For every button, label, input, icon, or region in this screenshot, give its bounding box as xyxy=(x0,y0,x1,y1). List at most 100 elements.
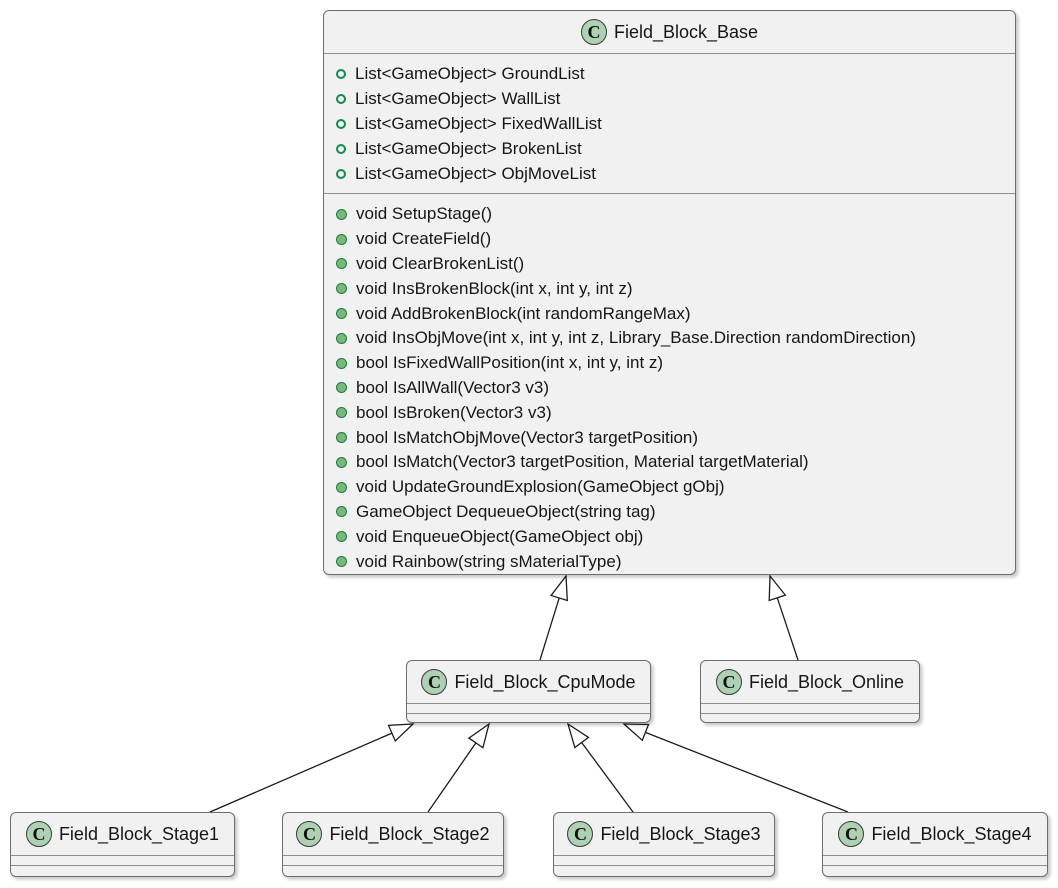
class-title: C Field_Block_Online xyxy=(701,661,919,703)
inheritance-edge-line xyxy=(645,731,849,813)
method-visibility-icon xyxy=(336,357,347,369)
methods-compartment-empty xyxy=(823,865,1047,875)
class-name: Field_Block_Stage1 xyxy=(58,823,220,844)
methods-compartment-empty xyxy=(407,713,650,723)
inheritance-edge-line xyxy=(427,742,477,813)
class-box-field-block-base: C Field_Block_Base List<GameObject> Grou… xyxy=(323,10,1016,575)
method-row: bool IsMatch(Vector3 targetPosition, Mat… xyxy=(336,450,1007,475)
class-box-field-block-stage2: C Field_Block_Stage2 xyxy=(282,812,504,877)
method-visibility-icon xyxy=(336,531,347,543)
fields-compartment-empty xyxy=(554,855,774,865)
field-text: List<GameObject> GroundList xyxy=(355,64,585,84)
method-row: void AddBrokenBlock(int randomRangeMax) xyxy=(336,301,1007,326)
method-text: bool IsMatch(Vector3 targetPosition, Mat… xyxy=(356,452,809,472)
inheritance-arrow xyxy=(387,723,415,743)
method-row: void ClearBrokenList() xyxy=(336,252,1007,277)
class-icon: C xyxy=(715,669,742,695)
class-title: C Field_Block_Stage3 xyxy=(554,813,774,855)
field-row: List<GameObject> BrokenList xyxy=(336,136,1007,161)
field-visibility-icon xyxy=(336,143,346,154)
method-text: void InsBrokenBlock(int x, int y, int z) xyxy=(356,278,633,298)
class-name: Field_Block_Stage2 xyxy=(329,823,490,844)
field-text: List<GameObject> ObjMoveList xyxy=(355,163,596,183)
method-visibility-icon xyxy=(336,407,347,419)
fields-compartment-empty xyxy=(11,855,234,865)
fields-compartment: List<GameObject> GroundList List<GameObj… xyxy=(324,53,1015,193)
method-text: bool IsAllWall(Vector3 v3) xyxy=(356,377,550,397)
class-box-field-block-stage1: C Field_Block_Stage1 xyxy=(10,812,235,877)
inheritance-edge-line xyxy=(539,597,560,661)
field-text: List<GameObject> FixedWallList xyxy=(355,113,602,133)
method-visibility-icon xyxy=(336,556,347,568)
method-visibility-icon xyxy=(336,308,347,320)
methods-compartment-empty xyxy=(554,865,774,875)
method-text: void InsObjMove(int x, int y, int z, Lib… xyxy=(356,328,916,348)
method-row: void SetupStage() xyxy=(336,202,1007,227)
method-visibility-icon xyxy=(336,283,347,295)
method-text: void CreateField() xyxy=(356,229,492,249)
method-text: bool IsFixedWallPosition(int x, int y, i… xyxy=(356,353,664,373)
method-row: bool IsFixedWallPosition(int x, int y, i… xyxy=(336,351,1007,376)
field-visibility-icon xyxy=(336,94,346,105)
field-text: List<GameObject> BrokenList xyxy=(355,138,582,158)
method-visibility-icon xyxy=(336,382,347,394)
class-icon: C xyxy=(567,821,594,847)
method-text: bool IsMatchObjMove(Vector3 targetPositi… xyxy=(356,427,699,447)
class-title: C Field_Block_Stage4 xyxy=(823,813,1047,855)
inheritance-edge-line xyxy=(581,742,634,813)
class-name: Field_Block_Stage4 xyxy=(871,823,1032,844)
class-name: Field_Block_Stage3 xyxy=(600,823,761,844)
inheritance-arrow xyxy=(566,722,590,749)
method-text: void ClearBrokenList() xyxy=(356,253,525,273)
inheritance-edge-line xyxy=(776,597,799,661)
class-title: C Field_Block_Base xyxy=(324,11,1015,53)
class-box-field-block-stage3: C Field_Block_Stage3 xyxy=(553,812,775,877)
method-row: void InsBrokenBlock(int x, int y, int z) xyxy=(336,276,1007,301)
method-row: void UpdateGroundExplosion(GameObject gO… xyxy=(336,475,1007,500)
methods-compartment-empty xyxy=(11,865,234,875)
method-text: void SetupStage() xyxy=(356,204,493,224)
class-box-field-block-online: C Field_Block_Online xyxy=(700,660,920,723)
class-icon: C xyxy=(25,821,52,847)
class-title: C Field_Block_CpuMode xyxy=(407,661,650,703)
methods-compartment-empty xyxy=(283,865,503,875)
methods-compartment-empty xyxy=(701,713,919,723)
method-text: void Rainbow(string sMaterialType) xyxy=(356,551,622,571)
methods-compartment: void SetupStage() void CreateField() voi… xyxy=(324,193,1015,574)
method-visibility-icon xyxy=(336,432,347,444)
method-text: GameObject DequeueObject(string tag) xyxy=(356,501,656,521)
inheritance-edge-line xyxy=(209,732,393,813)
method-row: void Rainbow(string sMaterialType) xyxy=(336,549,1007,574)
method-visibility-icon xyxy=(336,481,347,493)
class-name: Field_Block_Online xyxy=(748,671,905,692)
inheritance-arrow xyxy=(768,574,787,602)
method-row: GameObject DequeueObject(string tag) xyxy=(336,500,1007,525)
method-row: void InsObjMove(int x, int y, int z, Lib… xyxy=(336,326,1007,351)
class-icon: C xyxy=(580,19,607,45)
method-visibility-icon xyxy=(336,208,347,220)
field-row: List<GameObject> GroundList xyxy=(336,62,1007,87)
fields-compartment-empty xyxy=(823,855,1047,865)
method-text: void EnqueueObject(GameObject obj) xyxy=(356,526,644,546)
field-visibility-icon xyxy=(336,69,346,80)
class-box-field-block-cpumode: C Field_Block_CpuMode xyxy=(406,660,651,723)
method-row: void CreateField() xyxy=(336,227,1007,252)
inheritance-arrow xyxy=(622,723,650,742)
class-title: C Field_Block_Stage1 xyxy=(11,813,234,855)
fields-compartment-empty xyxy=(701,703,919,713)
field-text: List<GameObject> WallList xyxy=(355,89,561,109)
method-visibility-icon xyxy=(336,332,347,344)
inheritance-arrow xyxy=(549,574,569,602)
method-visibility-icon xyxy=(336,233,347,245)
field-row: List<GameObject> FixedWallList xyxy=(336,112,1007,137)
fields-compartment-empty xyxy=(283,855,503,865)
method-text: void UpdateGroundExplosion(GameObject gO… xyxy=(356,477,725,497)
method-text: void AddBrokenBlock(int randomRangeMax) xyxy=(356,303,691,323)
field-visibility-icon xyxy=(336,168,346,179)
method-row: bool IsMatchObjMove(Vector3 targetPositi… xyxy=(336,425,1007,450)
method-visibility-icon xyxy=(336,456,347,468)
inheritance-arrow xyxy=(467,722,491,749)
class-title: C Field_Block_Stage2 xyxy=(283,813,503,855)
